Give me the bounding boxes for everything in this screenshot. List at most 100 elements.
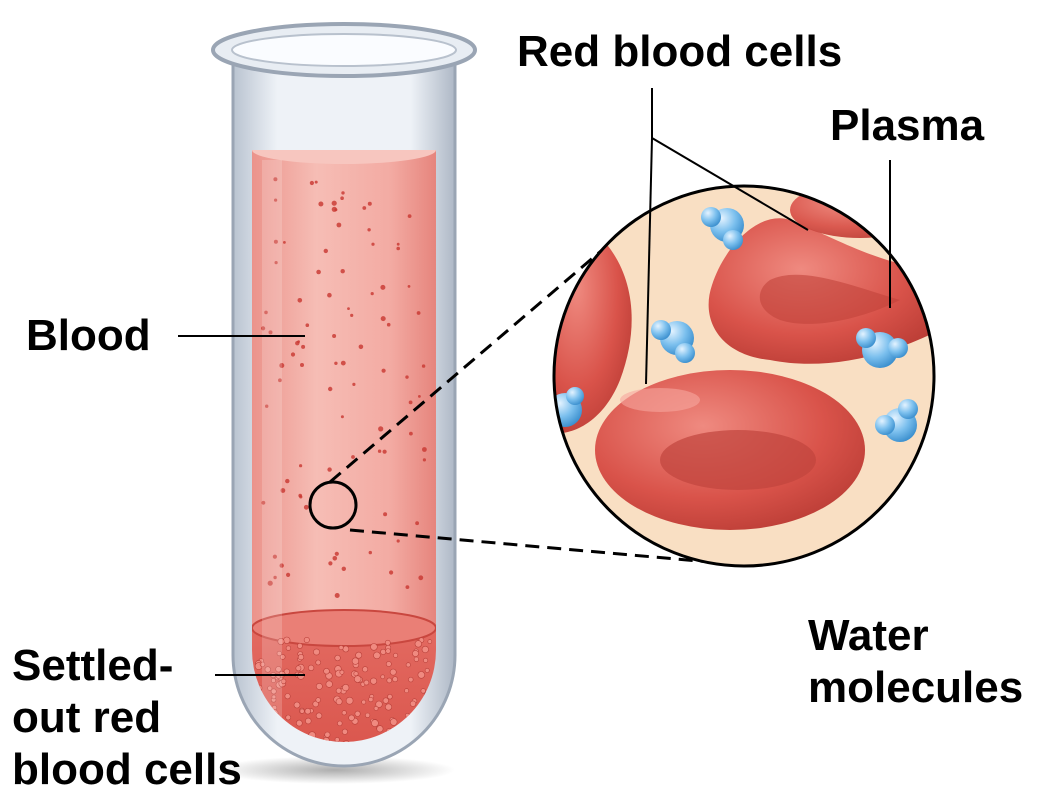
settled-cell-dot xyxy=(284,637,291,644)
suspended-cell-dot xyxy=(341,269,345,273)
suspended-cell-dot xyxy=(291,352,295,356)
suspended-cell-dot xyxy=(301,345,305,349)
suspended-cell-dot xyxy=(397,539,400,542)
suspended-cell-dot xyxy=(306,323,310,327)
settled-cell-dot xyxy=(286,646,291,651)
suspended-cell-dot xyxy=(341,191,344,194)
suspended-cell-dot xyxy=(352,383,355,386)
label-settled-line-2: out red xyxy=(12,692,242,744)
suspended-cell-dot xyxy=(418,395,421,398)
settled-cell-dot xyxy=(386,661,391,666)
suspended-cell-dot xyxy=(328,561,332,565)
settled-cell-dot xyxy=(308,665,314,671)
settled-cell-dot xyxy=(316,660,321,665)
suspended-cell-dot xyxy=(409,401,413,405)
red-blood-cell-main-shine xyxy=(620,388,700,412)
settled-cell-dot xyxy=(386,649,391,654)
suspended-cell-dot xyxy=(340,196,344,200)
settled-cell-dot xyxy=(362,700,366,704)
suspended-cell-dot xyxy=(318,202,323,207)
settled-cell-dot xyxy=(343,646,349,652)
settled-cell-dot xyxy=(408,677,413,682)
suspended-cell-dot xyxy=(333,556,338,561)
settled-cell-dot xyxy=(356,652,362,658)
red-blood-cell-top-back xyxy=(790,182,930,238)
suspended-cell-dot xyxy=(396,247,400,251)
tube-highlight xyxy=(262,160,282,720)
settled-cell-dot xyxy=(339,645,343,649)
settled-cell-dot xyxy=(412,650,418,656)
settled-cell-dot xyxy=(406,663,410,667)
red-blood-cell-main-dimple xyxy=(660,430,816,490)
settled-cell-dot xyxy=(374,706,378,710)
settled-cell-dot xyxy=(355,711,360,716)
settled-cell-dot xyxy=(370,678,376,684)
suspended-cell-dot xyxy=(342,567,346,571)
settled-cell-dot xyxy=(316,698,321,703)
settled-cell-dot xyxy=(390,669,396,675)
suspended-cell-dot xyxy=(327,467,331,471)
settled-cell-dot xyxy=(425,668,429,672)
suspended-cell-dot xyxy=(367,228,370,231)
suspended-cell-dot xyxy=(409,432,413,436)
suspended-cell-dot xyxy=(383,450,387,454)
settled-cell-dot xyxy=(349,715,355,721)
settled-cell-dot xyxy=(381,649,386,654)
settled-cell-dot xyxy=(342,729,347,734)
suspended-cell-dot xyxy=(299,464,302,467)
suspended-cell-dot xyxy=(324,249,328,253)
label-settled-out: Settled- out red blood cells xyxy=(12,640,242,796)
settled-cell-dot xyxy=(342,711,346,715)
settled-cell-dot xyxy=(393,653,397,657)
suspended-cell-dot xyxy=(408,285,411,288)
settled-cell-dot xyxy=(335,655,341,661)
settled-cell-dot xyxy=(371,720,378,727)
suspended-cell-dot xyxy=(335,593,340,598)
settled-cell-dot xyxy=(286,715,291,720)
suspended-cell-dot xyxy=(316,270,321,275)
settled-cell-dot xyxy=(426,734,432,740)
label-water-molecules: Water molecules xyxy=(808,610,1023,714)
settled-cell-dot xyxy=(352,658,359,665)
settled-cell-dot xyxy=(414,657,419,662)
settled-cell-dot xyxy=(428,640,432,644)
suspended-cell-dot xyxy=(415,521,419,525)
label-red-blood-cells: Red blood cells xyxy=(517,26,842,78)
suspended-cell-dot xyxy=(300,363,304,367)
settled-cell-dot xyxy=(388,694,393,699)
settled-cell-dot xyxy=(316,713,322,719)
settled-cell-dot xyxy=(337,721,342,726)
settled-cell-dot xyxy=(336,699,342,705)
settled-cell-dot xyxy=(346,697,353,704)
settled-cell-dot xyxy=(336,688,341,693)
settled-cell-dot xyxy=(296,720,302,726)
suspended-cell-dot xyxy=(387,323,391,327)
magnified-view xyxy=(540,182,940,566)
settled-cell-dot xyxy=(393,677,398,682)
suspended-cell-dot xyxy=(378,426,383,431)
settled-cell-dot xyxy=(296,666,301,671)
settled-cell-dot xyxy=(383,698,389,704)
label-settled-line-3: blood cells xyxy=(12,744,242,796)
suspended-cell-dot xyxy=(418,575,423,580)
suspended-cell-dot xyxy=(347,307,350,310)
settled-cell-dot xyxy=(423,658,427,662)
suspended-cell-dot xyxy=(369,551,372,554)
settled-cell-dot xyxy=(410,701,416,707)
settled-cell-dot xyxy=(297,643,302,648)
settled-cell-dot xyxy=(256,750,262,756)
suspended-cell-dot xyxy=(350,314,353,317)
suspended-cell-dot xyxy=(310,181,314,185)
settled-cell-dot xyxy=(354,671,358,675)
suspended-cell-dot xyxy=(371,243,374,246)
suspended-cell-dot xyxy=(423,458,426,461)
suspended-cell-dot xyxy=(408,214,412,218)
suspended-cell-dot xyxy=(283,241,286,244)
suspended-cell-dot xyxy=(406,585,410,589)
suspended-cell-dot xyxy=(368,202,372,206)
suspended-cell-dot xyxy=(285,479,289,483)
suspended-cell-dot xyxy=(337,223,342,228)
label-blood: Blood xyxy=(26,310,151,362)
label-water-line-1: Water xyxy=(808,610,1023,662)
settled-cell-dot xyxy=(374,652,381,659)
